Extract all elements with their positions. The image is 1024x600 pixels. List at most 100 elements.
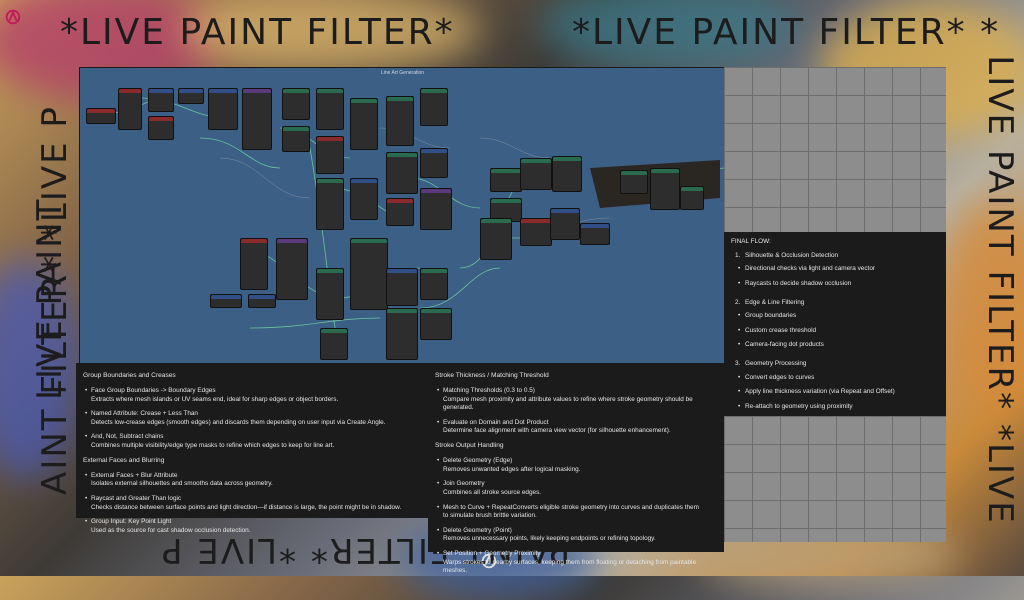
node[interactable] — [386, 96, 414, 146]
item-description: Used as the source for cast shadow occlu… — [91, 526, 251, 534]
list-item: Matching Thresholds (0.3 to 0.5)Compare … — [437, 387, 717, 413]
node[interactable] — [276, 238, 308, 300]
node[interactable] — [350, 238, 388, 310]
node[interactable] — [320, 328, 348, 360]
logo-icon — [5, 9, 21, 25]
node[interactable] — [350, 178, 378, 220]
node[interactable] — [620, 170, 648, 194]
final-flow-panel: FINAL FLOW: 1.Silhouette & Occlusion Det… — [724, 232, 946, 416]
flow-substep: Camera-facing dot products — [738, 341, 939, 350]
step-label: Silhouette & Occlusion Detection — [745, 251, 839, 259]
item-description: Detects low-crease edges (smooth edges) … — [91, 418, 386, 426]
list-item: Named Attribute: Crease + Less ThanDetec… — [85, 410, 421, 427]
step-number: 2. — [735, 298, 741, 306]
section-title: External Faces and Blurring — [83, 456, 165, 464]
node[interactable] — [552, 156, 582, 192]
item-description: Combines multiple visibility/edge type m… — [91, 442, 335, 450]
node[interactable] — [650, 168, 680, 210]
node[interactable] — [282, 126, 310, 152]
node[interactable] — [240, 238, 268, 290]
item-heading: Named Attribute: Crease + Less Than — [91, 410, 198, 418]
node[interactable] — [520, 218, 552, 246]
item-heading: Face Group Boundaries -> Boundary Edges — [91, 386, 216, 394]
node[interactable] — [520, 158, 552, 190]
item-description: Extracts where mesh islands or UV seams … — [91, 395, 339, 403]
node[interactable] — [580, 223, 610, 245]
flow-substep: Raycasts to decide shadow occlusion — [738, 280, 939, 289]
node[interactable] — [490, 168, 522, 192]
notes-list: Face Group Boundaries -> Boundary EdgesE… — [83, 387, 421, 451]
item-heading: Evaluate on Domain and Dot Product — [443, 418, 549, 426]
node[interactable] — [208, 88, 238, 130]
node[interactable] — [316, 88, 344, 130]
node[interactable] — [420, 188, 452, 230]
node[interactable] — [420, 308, 452, 340]
node[interactable] — [86, 108, 116, 124]
banner-text: LIVE PAINT FILTER* *LIVE — [980, 55, 1020, 525]
node[interactable] — [480, 218, 512, 260]
item-description: Removes unwanted edges after logical mas… — [443, 465, 581, 473]
section-title: Stroke Output Handling — [435, 442, 504, 450]
item-heading: Set Position + Geometry Proximity — [443, 550, 541, 558]
list-item: Delete Geometry (Point)Removes unnecessa… — [437, 527, 717, 544]
node[interactable] — [178, 88, 204, 104]
step-label: Geometry Processing — [745, 360, 807, 368]
banner-text: LIVE PAINT — [30, 197, 70, 400]
item-description: Removes unnecessary points, likely keepi… — [443, 535, 656, 543]
node[interactable] — [350, 98, 378, 150]
node[interactable] — [420, 88, 448, 126]
item-description: Compare mesh proximity and attribute val… — [443, 395, 693, 412]
node[interactable] — [420, 268, 448, 300]
node[interactable] — [316, 178, 344, 230]
node-editor[interactable]: Line Art Generation — [79, 67, 726, 365]
notes-list: Matching Thresholds (0.3 to 0.5)Compare … — [435, 387, 717, 436]
list-item: Face Group Boundaries -> Boundary EdgesE… — [85, 386, 421, 404]
node[interactable] — [680, 186, 704, 210]
list-item: Delete Geometry (Edge)Removes unwanted e… — [437, 457, 717, 474]
item-description: to simulate brush brittle variation. — [443, 512, 537, 520]
viewport-grid[interactable] — [724, 67, 946, 232]
flow-step: 3. Geometry Processing — [735, 360, 939, 369]
viewport-grid[interactable] — [724, 416, 946, 542]
banner-text: *LIVE PAINT FILTER* — [60, 12, 455, 53]
flow-substep: Convert edges to curves — [738, 374, 939, 383]
flow-substep: Group boundaries — [738, 312, 939, 321]
node[interactable] — [316, 136, 344, 174]
flow-substep: Re-attach to geometry using proximity — [738, 403, 939, 412]
node[interactable] — [420, 148, 448, 178]
node[interactable] — [316, 268, 344, 320]
item-description: Checks distance between surface points a… — [91, 503, 402, 511]
node[interactable] — [550, 208, 580, 240]
node[interactable] — [210, 294, 242, 308]
item-description: Warps strokes to nearby surfaces, keepin… — [443, 558, 697, 575]
list-item: Mesh to Curve + RepeatConverts eligible … — [437, 504, 717, 521]
node[interactable] — [148, 116, 174, 140]
flow-substep: Custom crease threshold — [738, 327, 939, 336]
node[interactable] — [386, 308, 418, 360]
list-item: Evaluate on Domain and Dot ProductDeterm… — [437, 418, 717, 436]
mid-notes-panel: Stroke Thickness / Matching Threshold Ma… — [428, 363, 724, 574]
node[interactable] — [118, 88, 142, 130]
item-heading: And, Not, Subtract chains — [91, 433, 164, 441]
item-description: Determine face alignment with camera vie… — [443, 427, 671, 435]
final-flow-heading: FINAL FLOW: — [731, 238, 771, 245]
node[interactable] — [282, 88, 310, 120]
banner-text: *LIVE PAINT FILTER* * — [572, 12, 1001, 53]
step-number: 3. — [735, 360, 741, 368]
node-editor-title: Line Art Generation — [380, 70, 425, 76]
node[interactable] — [148, 88, 174, 112]
node[interactable] — [386, 198, 414, 226]
node[interactable] — [386, 268, 418, 306]
section-title: Stroke Thickness / Matching Threshold — [435, 372, 549, 379]
flow-substep: Apply line thickness variation (via Repe… — [738, 388, 939, 397]
node[interactable] — [242, 88, 272, 150]
paint-blob — [180, 0, 480, 70]
node[interactable] — [386, 152, 418, 194]
step-label: Edge & Line Filtering — [745, 298, 805, 306]
item-heading: Raycast and Greater Than logic — [91, 494, 182, 502]
flow-step: 1.Silhouette & Occlusion Detection — [735, 252, 939, 261]
node[interactable] — [248, 294, 276, 308]
